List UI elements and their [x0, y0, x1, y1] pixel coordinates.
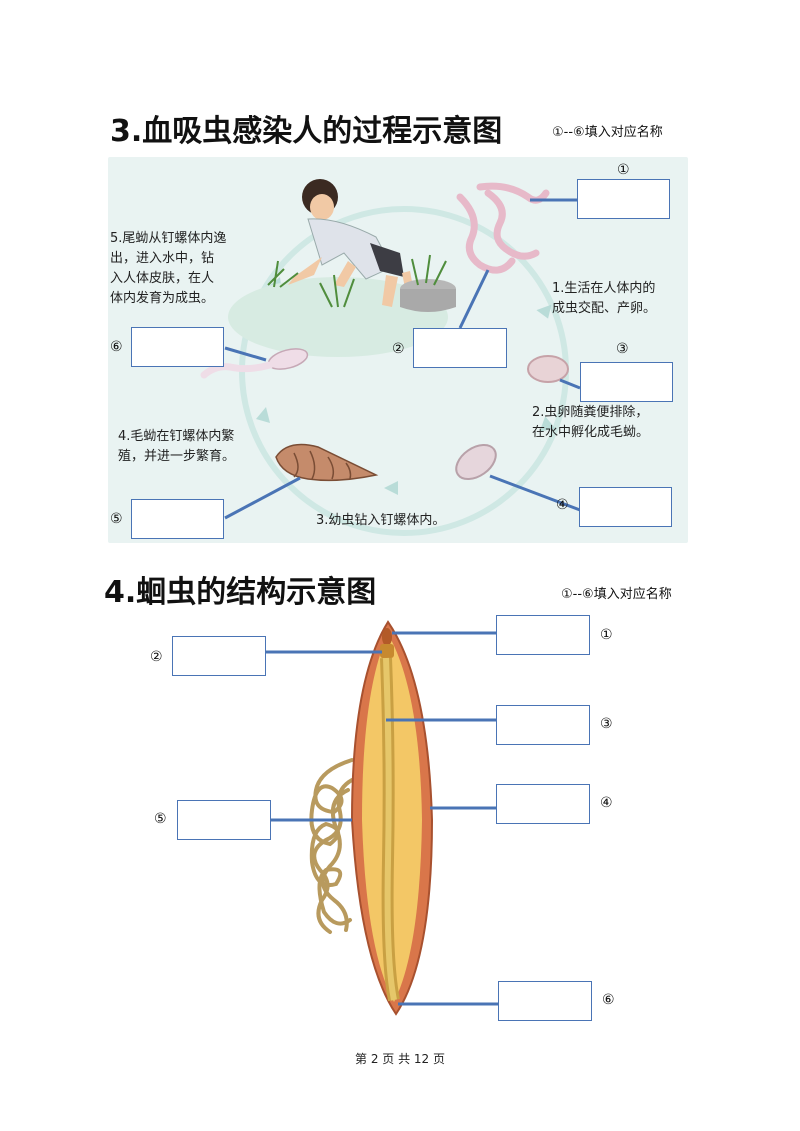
- answer-box-4-4[interactable]: [496, 784, 590, 824]
- mouth-mark: [382, 628, 392, 646]
- cycle-arrow-4: [256, 407, 270, 423]
- snail-illustration: [275, 443, 379, 482]
- section4-hint: ①--⑥填入对应名称: [561, 587, 672, 602]
- label-3-1: ①: [617, 162, 630, 178]
- miracidium-illustration: [455, 443, 497, 481]
- section3-title: 3.血吸虫感染人的过程示意图: [110, 114, 503, 149]
- egg-illustration: [527, 355, 569, 383]
- farmer-illustration: [228, 179, 456, 357]
- label-3-5: ⑤: [110, 511, 123, 527]
- label-3-3: ③: [616, 341, 629, 357]
- step3-text: 3.幼虫钻入钉螺体内。: [316, 513, 446, 528]
- cycle-arrow-3: [384, 481, 398, 495]
- label-4-4: ④: [600, 795, 613, 811]
- step1-text: 1.生活在人体内的 成虫交配、产卵。: [552, 281, 657, 316]
- label-4-6: ⑥: [602, 992, 615, 1008]
- cercaria-illustration: [200, 348, 309, 379]
- answer-box-3-3[interactable]: [580, 362, 673, 402]
- label-4-2: ②: [150, 649, 163, 665]
- label-3-4: ④: [556, 497, 569, 513]
- answer-box-3-5[interactable]: [131, 499, 224, 539]
- label-3-2: ②: [392, 341, 405, 357]
- answer-box-3-4[interactable]: [579, 487, 672, 527]
- pharynx-mark: [380, 644, 394, 658]
- cycle-arrow-2: [539, 416, 556, 432]
- page-footer: 第 2 页 共 12 页: [355, 1052, 445, 1066]
- answer-box-4-2[interactable]: [172, 636, 266, 676]
- answer-box-3-1[interactable]: [577, 179, 670, 219]
- cycle-illustration: [200, 179, 569, 536]
- answer-box-3-2[interactable]: [413, 328, 507, 368]
- step5-text: 5.尾蚴从钉螺体内逸 出，进入水中，钻 入人体皮肤，在人 体内发育为成虫。: [110, 231, 227, 306]
- step4-text: 4.毛蚴在钉螺体内繁 殖，并进一步繁育。: [118, 429, 236, 464]
- label-4-3: ③: [600, 716, 613, 732]
- step2-text: 2.虫卵随粪便排除， 在水中孵化成毛蚴。: [532, 405, 650, 440]
- answer-box-3-6[interactable]: [131, 327, 224, 367]
- section3-hint: ①--⑥填入对应名称: [552, 125, 663, 140]
- label-4-1: ①: [600, 627, 613, 643]
- answer-box-4-6[interactable]: [498, 981, 592, 1021]
- answer-box-4-5[interactable]: [177, 800, 271, 840]
- section4-title: 4.蛔虫的结构示意图: [104, 575, 377, 610]
- adult-worms-illustration: [456, 182, 550, 274]
- cycle-arrow-1: [536, 304, 552, 319]
- answer-box-4-1[interactable]: [496, 615, 590, 655]
- label-3-6: ⑥: [110, 339, 123, 355]
- answer-box-4-3[interactable]: [496, 705, 590, 745]
- label-4-5: ⑤: [154, 811, 167, 827]
